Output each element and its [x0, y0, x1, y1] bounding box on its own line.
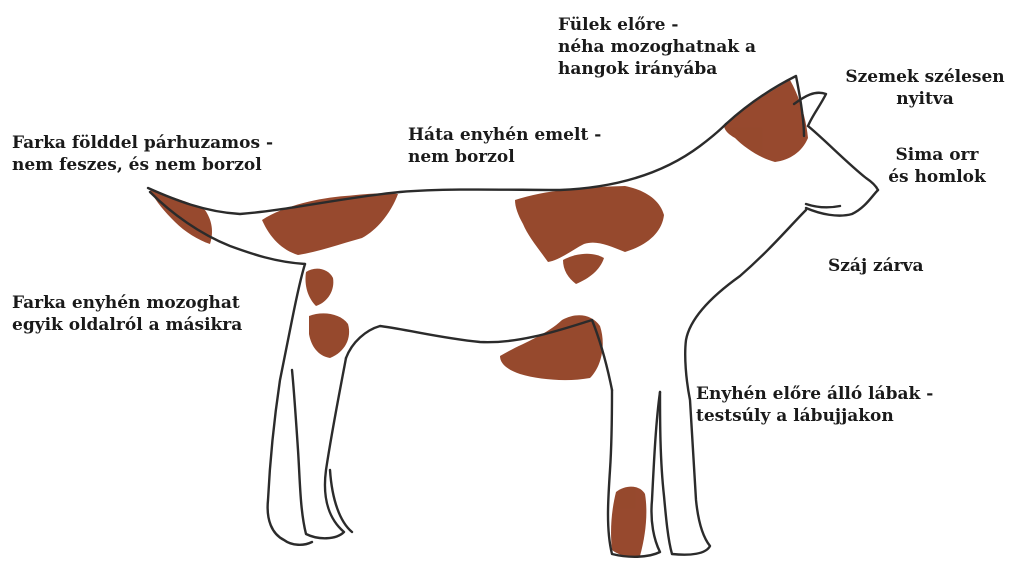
chest-small-patch: [563, 254, 604, 284]
tail-position-annotation-line-1: Farka földdel párhuzamos -: [12, 132, 273, 154]
shoulder-patch: [515, 186, 664, 262]
nose-annotation-line-1: Sima orr: [867, 144, 1007, 166]
tail-tip-patch: [150, 190, 212, 244]
tail-motion-annotation-line-1: Farka enyhén mozoghat: [12, 292, 242, 314]
legs-annotation-line-2: testsúly a lábujjakon: [696, 405, 933, 427]
hip-patch-upper: [305, 269, 333, 306]
ears-annotation-line-2: néha mozoghatnak a: [558, 36, 756, 58]
eyes-annotation-line-2: nyitva: [840, 88, 1010, 110]
snout-lower-line: [806, 190, 878, 216]
tail-position-annotation-line-2: nem feszes, és nem borzol: [12, 154, 273, 176]
ears-annotation-line-3: hangok irányába: [558, 58, 756, 80]
mouth-line: [806, 204, 840, 207]
belly-patch: [500, 315, 603, 380]
mouth-annotation-line-1: Száj zárva: [828, 255, 924, 277]
hindleg-far-line: [330, 470, 352, 532]
eyes-annotation-line-1: Szemek szélesen: [840, 66, 1010, 88]
foreleg-patch: [611, 487, 646, 557]
back-annotation-line-1: Háta enyhén emelt -: [408, 124, 601, 146]
tail-motion-annotation-line-2: egyik oldalról a másikra: [12, 314, 242, 336]
mouth-annotation: Száj zárva: [828, 255, 924, 277]
hip-patch-lower: [309, 313, 349, 358]
eyes-annotation: Szemek szélesen nyitva: [840, 66, 1010, 110]
back-annotation-line-2: nem borzol: [408, 146, 601, 168]
nose-annotation-line-2: és homlok: [867, 166, 1007, 188]
tail-motion-annotation: Farka enyhén mozoghat egyik oldalról a m…: [12, 292, 242, 336]
ears-annotation: Fülek előre - néha mozoghatnak a hangok …: [558, 14, 756, 80]
legs-annotation: Enyhén előre álló lábak - testsúly a láb…: [696, 383, 933, 427]
tail-position-annotation: Farka földdel párhuzamos - nem feszes, é…: [12, 132, 273, 176]
back-annotation: Háta enyhén emelt - nem borzol: [408, 124, 601, 168]
rump-line: [268, 264, 312, 545]
nose-annotation: Sima orr és homlok: [867, 144, 1007, 188]
legs-annotation-line-1: Enyhén előre álló lábak -: [696, 383, 933, 405]
ears-annotation-line-1: Fülek előre -: [558, 14, 756, 36]
